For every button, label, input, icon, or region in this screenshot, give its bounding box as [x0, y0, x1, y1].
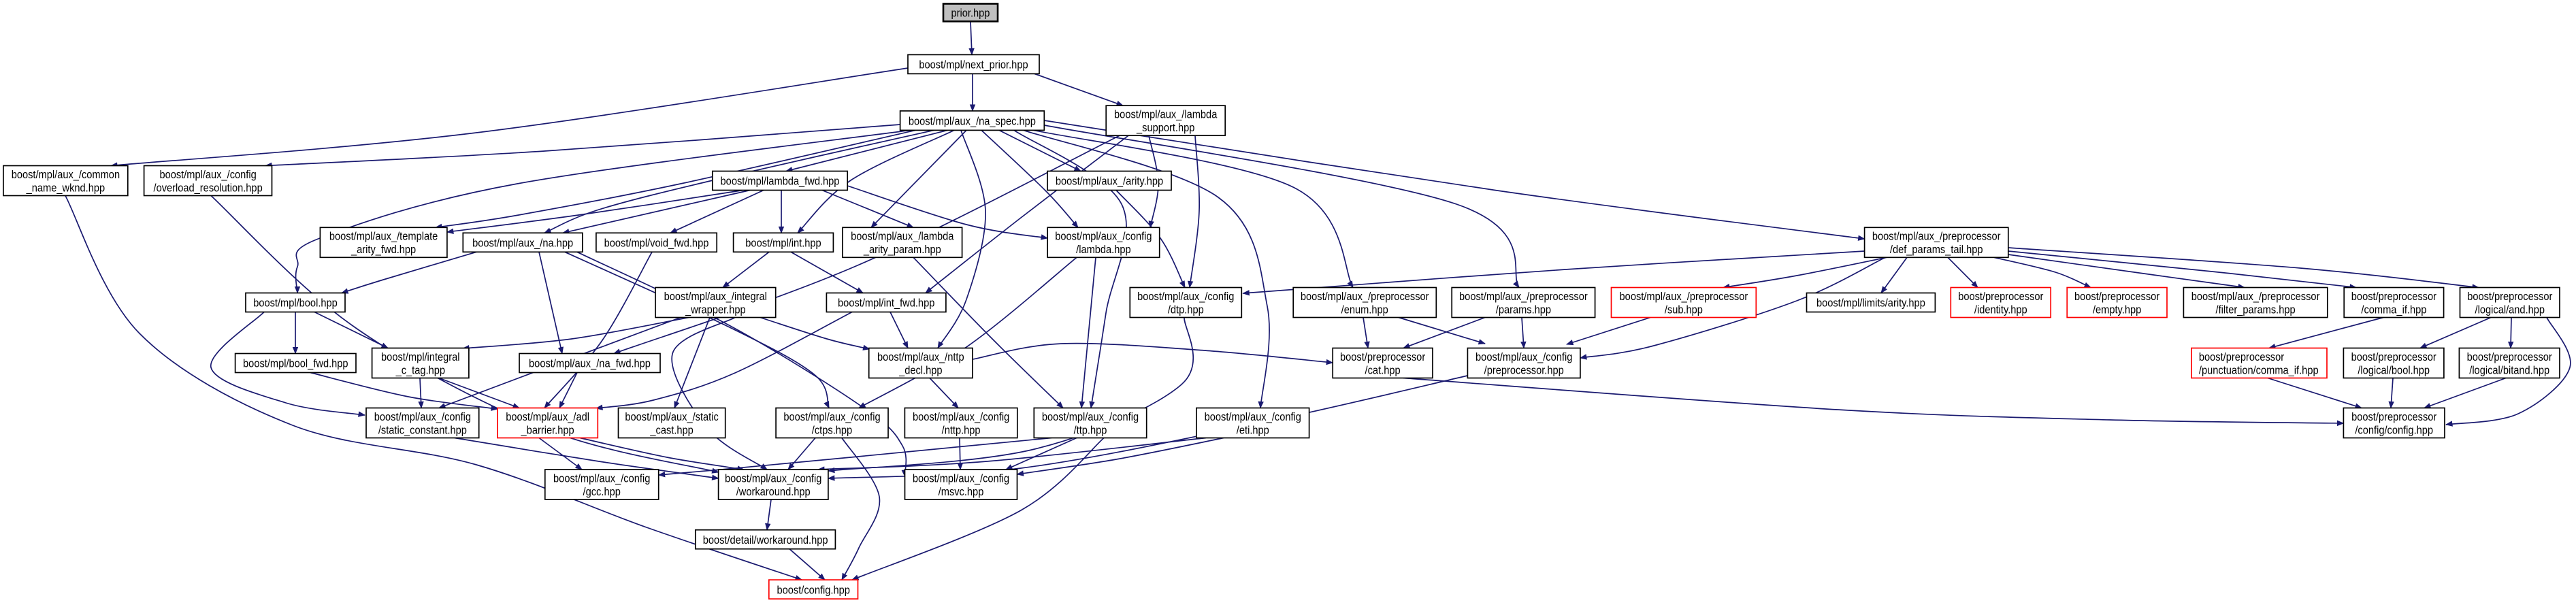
svg-text:/logical/and.hpp: /logical/and.hpp [2475, 303, 2545, 316]
svg-text:boost/mpl/aux_/common: boost/mpl/aux_/common [12, 168, 120, 181]
svg-text:/config/config.hpp: /config/config.hpp [2355, 423, 2433, 436]
svg-text:boost/preprocessor: boost/preprocessor [2351, 410, 2436, 423]
svg-text:boost/mpl/aux_/preprocessor: boost/mpl/aux_/preprocessor [1872, 230, 2001, 243]
svg-text:/filter_params.hpp: /filter_params.hpp [2216, 303, 2296, 316]
svg-text:boost/mpl/aux_/config: boost/mpl/aux_/config [725, 472, 821, 485]
svg-text:/eti.hpp: /eti.hpp [1237, 423, 1269, 436]
svg-text:/logical/bitand.hpp: /logical/bitand.hpp [2469, 363, 2549, 376]
svg-text:/static_constant.hpp: /static_constant.hpp [378, 423, 467, 436]
svg-text:boost/preprocessor: boost/preprocessor [1958, 290, 2043, 303]
svg-text:boost/mpl/lambda_fwd.hpp: boost/mpl/lambda_fwd.hpp [721, 175, 840, 188]
svg-text:boost/mpl/aux_/config: boost/mpl/aux_/config [159, 168, 256, 181]
svg-text:_c_tag.hpp: _c_tag.hpp [395, 363, 445, 376]
svg-text:boost/mpl/aux_/na_fwd.hpp: boost/mpl/aux_/na_fwd.hpp [529, 357, 651, 370]
svg-text:_cast.hpp: _cast.hpp [650, 423, 694, 436]
svg-text:/comma_if.hpp: /comma_if.hpp [2361, 303, 2426, 316]
svg-text:boost/mpl/bool_fwd.hpp: boost/mpl/bool_fwd.hpp [243, 357, 348, 370]
svg-text:boost/preprocessor: boost/preprocessor [2467, 350, 2552, 363]
svg-text:boost/mpl/aux_/preprocessor: boost/mpl/aux_/preprocessor [1301, 290, 1429, 303]
svg-text:boost/mpl/aux_/na_spec.hpp: boost/mpl/aux_/na_spec.hpp [909, 114, 1036, 127]
svg-text:boost/preprocessor: boost/preprocessor [2351, 350, 2436, 363]
svg-text:boost/mpl/aux_/config: boost/mpl/aux_/config [1042, 410, 1139, 423]
svg-text:boost/preprocessor: boost/preprocessor [2199, 350, 2284, 363]
svg-text:boost/preprocessor: boost/preprocessor [1340, 350, 1425, 363]
svg-text:boost/mpl/aux_/na.hpp: boost/mpl/aux_/na.hpp [472, 237, 573, 250]
svg-text:/preprocessor.hpp: /preprocessor.hpp [1484, 363, 1564, 376]
svg-text:boost/mpl/aux_/preprocessor: boost/mpl/aux_/preprocessor [1459, 290, 1588, 303]
svg-text:_decl.hpp: _decl.hpp [898, 363, 942, 376]
svg-text:boost/detail/workaround.hpp: boost/detail/workaround.hpp [703, 534, 828, 546]
svg-text:boost/mpl/aux_/config: boost/mpl/aux_/config [553, 472, 650, 485]
svg-text:boost/mpl/limits/arity.hpp: boost/mpl/limits/arity.hpp [1816, 297, 1925, 310]
svg-text:boost/mpl/aux_/integral: boost/mpl/aux_/integral [664, 290, 767, 303]
svg-text:boost/mpl/void_fwd.hpp: boost/mpl/void_fwd.hpp [604, 237, 709, 250]
svg-text:boost/mpl/aux_/lambda: boost/mpl/aux_/lambda [851, 230, 954, 243]
svg-text:/params.hpp: /params.hpp [1496, 303, 1551, 316]
svg-text:boost/preprocessor: boost/preprocessor [2467, 290, 2552, 303]
svg-text:/gcc.hpp: /gcc.hpp [583, 485, 621, 498]
svg-text:/msvc.hpp: /msvc.hpp [939, 485, 984, 498]
svg-text:boost/mpl/aux_/static: boost/mpl/aux_/static [625, 410, 719, 423]
svg-text:_arity_fwd.hpp: _arity_fwd.hpp [350, 243, 416, 256]
svg-text:boost/mpl/aux_/template: boost/mpl/aux_/template [329, 230, 438, 243]
svg-text:boost/mpl/aux_/config: boost/mpl/aux_/config [1476, 350, 1572, 363]
svg-text:boost/mpl/aux_/config: boost/mpl/aux_/config [374, 410, 471, 423]
svg-text:/overload_resolution.hpp: /overload_resolution.hpp [154, 181, 263, 194]
svg-text:/lambda.hpp: /lambda.hpp [1076, 243, 1131, 256]
svg-text:_name_wknd.hpp: _name_wknd.hpp [26, 181, 105, 194]
svg-text:boost/mpl/aux_/preprocessor: boost/mpl/aux_/preprocessor [1620, 290, 1748, 303]
svg-text:/logical/bool.hpp: /logical/bool.hpp [2358, 363, 2430, 376]
svg-text:_barrier.hpp: _barrier.hpp [521, 423, 574, 436]
svg-text:boost/mpl/aux_/lambda: boost/mpl/aux_/lambda [1114, 108, 1218, 121]
svg-text:boost/mpl/aux_/config: boost/mpl/aux_/config [1137, 290, 1234, 303]
svg-text:boost/mpl/bool.hpp: boost/mpl/bool.hpp [253, 297, 338, 310]
svg-text:/dtp.hpp: /dtp.hpp [1168, 303, 1204, 316]
svg-text:/enum.hpp: /enum.hpp [1341, 303, 1388, 316]
svg-text:boost/mpl/aux_/adl: boost/mpl/aux_/adl [506, 410, 589, 423]
svg-text:/empty.hpp: /empty.hpp [2093, 303, 2141, 316]
svg-text:boost/mpl/aux_/arity.hpp: boost/mpl/aux_/arity.hpp [1056, 175, 1163, 188]
svg-text:boost/mpl/aux_/config: boost/mpl/aux_/config [1055, 230, 1152, 243]
svg-text:_support.hpp: _support.hpp [1136, 121, 1194, 134]
svg-text:/ctps.hpp: /ctps.hpp [812, 423, 852, 436]
svg-text:boost/preprocessor: boost/preprocessor [2351, 290, 2436, 303]
svg-text:/def_params_tail.hpp: /def_params_tail.hpp [1890, 243, 1983, 256]
svg-text:boost/mpl/aux_/config: boost/mpl/aux_/config [783, 410, 880, 423]
svg-text:/punctuation/comma_if.hpp: /punctuation/comma_if.hpp [2199, 363, 2319, 376]
svg-text:boost/mpl/aux_/preprocessor: boost/mpl/aux_/preprocessor [2191, 290, 2320, 303]
svg-text:/identity.hpp: /identity.hpp [1974, 303, 2027, 316]
svg-text:boost/mpl/int.hpp: boost/mpl/int.hpp [745, 237, 821, 250]
svg-text:/workaround.hpp: /workaround.hpp [736, 485, 811, 498]
svg-text:boost/mpl/aux_/config: boost/mpl/aux_/config [1205, 410, 1301, 423]
svg-text:/ttp.hpp: /ttp.hpp [1074, 423, 1107, 436]
svg-text:boost/mpl/int_fwd.hpp: boost/mpl/int_fwd.hpp [838, 297, 934, 310]
svg-text:boost/mpl/aux_/nttp: boost/mpl/aux_/nttp [877, 350, 964, 363]
svg-text:boost/mpl/aux_/config: boost/mpl/aux_/config [913, 472, 1009, 485]
svg-text:boost/preprocessor: boost/preprocessor [2074, 290, 2159, 303]
svg-text:boost/mpl/next_prior.hpp: boost/mpl/next_prior.hpp [919, 59, 1028, 71]
svg-text:boost/mpl/integral: boost/mpl/integral [381, 350, 460, 363]
svg-text:/cat.hpp: /cat.hpp [1365, 363, 1401, 376]
svg-text:/sub.hpp: /sub.hpp [1665, 303, 1703, 316]
svg-text:_arity_param.hpp: _arity_param.hpp [863, 243, 941, 256]
svg-text:boost/mpl/aux_/config: boost/mpl/aux_/config [913, 410, 1009, 423]
svg-text:_wrapper.hpp: _wrapper.hpp [685, 303, 746, 316]
svg-text:prior.hpp: prior.hpp [951, 7, 990, 20]
svg-text:boost/config.hpp: boost/config.hpp [777, 583, 850, 596]
svg-text:/nttp.hpp: /nttp.hpp [942, 423, 981, 436]
